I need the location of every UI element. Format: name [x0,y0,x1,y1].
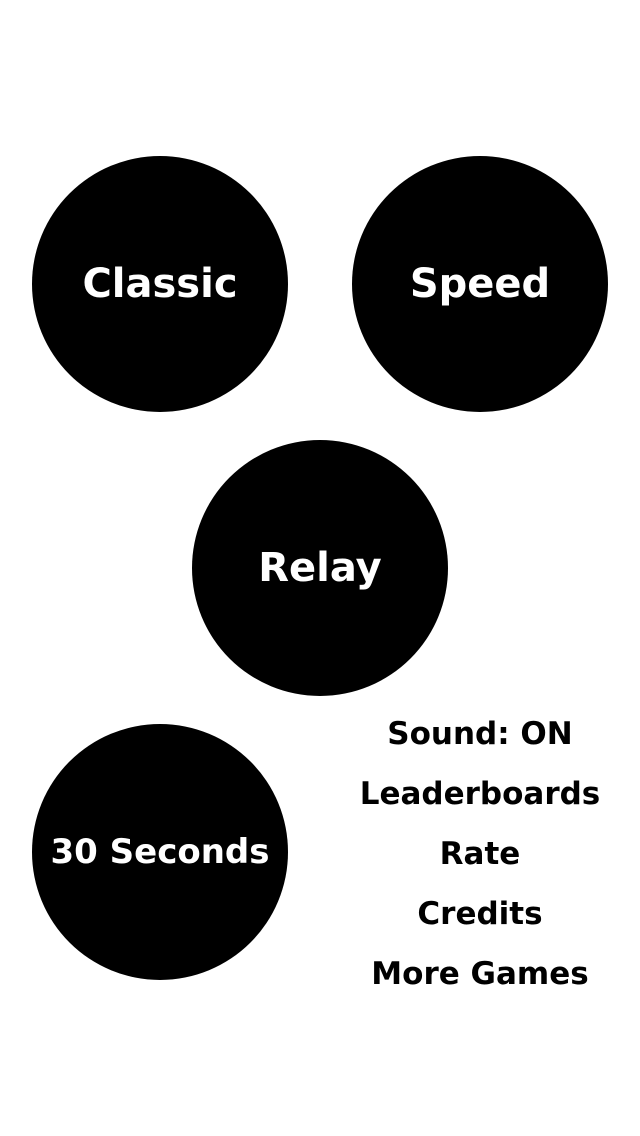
thirty-seconds-mode-label: 30 Seconds [50,832,270,872]
classic-mode-button[interactable]: Classic [32,156,288,412]
speed-mode-label: Speed [409,261,551,307]
rate-link[interactable]: Rate [439,836,521,872]
relay-mode-label: Relay [258,545,382,591]
relay-mode-button[interactable]: Relay [192,440,448,696]
credits-link[interactable]: Credits [417,896,543,932]
options-menu: Sound: ON Leaderboards Rate Credits More… [340,704,620,1004]
more-games-link[interactable]: More Games [371,956,589,992]
sound-toggle[interactable]: Sound: ON [387,716,573,752]
speed-mode-button[interactable]: Speed [352,156,608,412]
leaderboards-link[interactable]: Leaderboards [359,776,601,812]
classic-mode-label: Classic [82,261,238,307]
thirty-seconds-mode-button[interactable]: 30 Seconds [32,724,288,980]
